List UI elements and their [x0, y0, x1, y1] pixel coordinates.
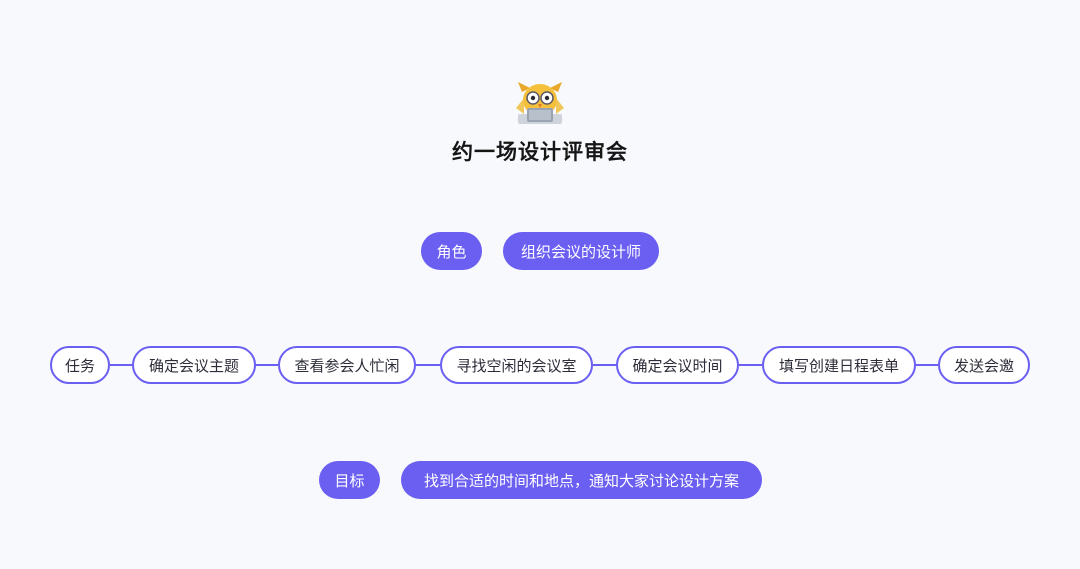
task-step-node: 寻找空闲的会议室 — [440, 346, 593, 384]
connector — [110, 364, 132, 366]
connector — [593, 364, 616, 366]
task-step-node: 填写创建日程表单 — [762, 346, 916, 384]
connector — [739, 364, 762, 366]
task-step-node: 确定会议时间 — [616, 346, 739, 384]
goal-label-tag: 目标 — [319, 461, 380, 499]
role-label-tag: 角色 — [421, 232, 482, 270]
connector — [256, 364, 278, 366]
connector — [916, 364, 938, 366]
owl-mascot-icon — [516, 82, 564, 124]
connector — [416, 364, 440, 366]
task-label-node: 任务 — [50, 346, 110, 384]
goal-value-tag: 找到合适的时间和地点，通知大家讨论设计方案 — [401, 461, 762, 499]
task-step-node: 发送会邀 — [938, 346, 1030, 384]
task-step-node: 确定会议主题 — [132, 346, 256, 384]
role-value-tag: 组织会议的设计师 — [503, 232, 659, 270]
page-title: 约一场设计评审会 — [452, 140, 628, 164]
task-step-node: 查看参会人忙闲 — [278, 346, 416, 384]
